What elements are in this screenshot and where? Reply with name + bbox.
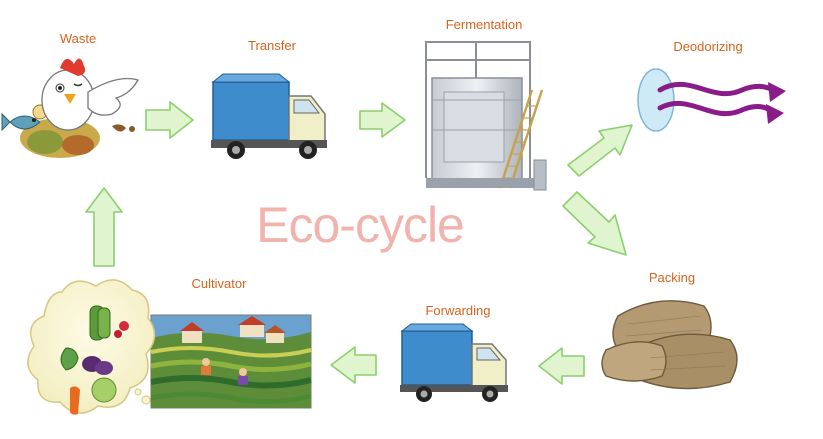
truck-icon	[400, 323, 508, 402]
stage-label-fermentation: Fermentation	[445, 17, 523, 32]
diagram-title: Eco-cycle	[256, 197, 465, 253]
truck-icon	[211, 73, 327, 159]
chicken-icon	[1, 58, 139, 158]
stage-label-transfer: Transfer	[248, 38, 296, 53]
arrow-forwarding-to-cultivator	[330, 346, 377, 384]
stage-label-packing: Packing	[648, 270, 696, 285]
flow-arrows	[85, 101, 633, 385]
stage-label-cultivator: Cultivator	[191, 276, 247, 291]
arrow-fermentation-to-packing	[562, 191, 627, 256]
vegetables-icon	[27, 279, 156, 415]
arrow-packing-to-forwarding	[538, 347, 585, 385]
stage-label-deodorizing: Deodorizing	[673, 39, 743, 54]
sack-icon	[601, 300, 738, 390]
stage-label-forwarding: Forwarding	[425, 303, 491, 318]
arrow-waste-to-transfer	[145, 101, 194, 139]
stage-label-waste: Waste	[59, 31, 97, 46]
arrow-cultivator-to-waste	[85, 187, 123, 267]
farm-field-icon	[150, 314, 312, 409]
arrow-fermentation-to-deodorizing	[567, 124, 633, 177]
arrow-transfer-to-fermentation	[359, 102, 406, 138]
deodorizer-icon	[637, 68, 786, 132]
fermenter-icon	[425, 41, 547, 191]
